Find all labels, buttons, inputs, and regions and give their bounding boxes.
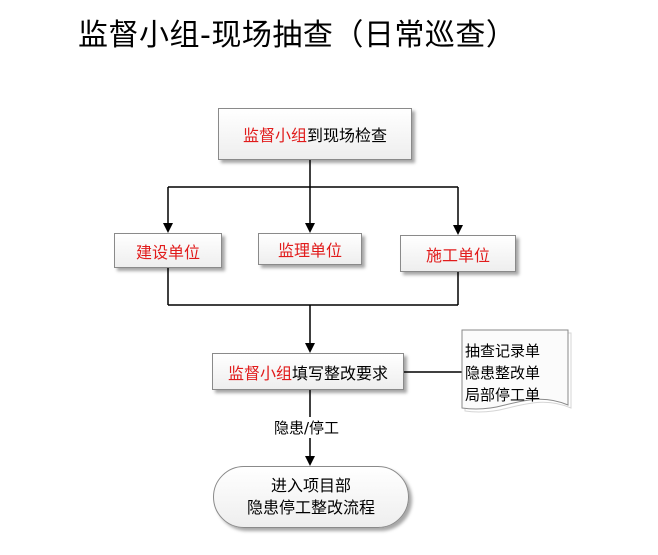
end-node-line: 隐患停工整改流程: [246, 498, 375, 517]
contractor-unit-box: 施工单位: [400, 235, 516, 272]
start-node-highlight: 监督小组: [242, 126, 307, 145]
end-node-line: 进入项目部: [270, 476, 351, 495]
fill-form-box: 监督小组填写整改要求: [212, 353, 404, 390]
document-line: 隐患整改单: [465, 364, 541, 382]
end-node-terminal: 进入项目部 隐患停工整改流程: [213, 466, 409, 528]
page-title: 监督小组-现场抽查（日常巡查）: [78, 18, 517, 53]
document-line: 抽查记录单: [465, 342, 541, 360]
start-node-box: 监督小组到现场检查: [218, 108, 412, 160]
edge-label-hazard-stop: 隐患/停工: [272, 417, 342, 438]
document-line: 局部停工单: [465, 386, 541, 404]
document-node: 抽查记录单 隐患整改单 局部停工单: [465, 340, 540, 406]
supervision-unit-box: 监理单位: [258, 233, 362, 265]
fill-form-text: 填写整改要求: [292, 363, 389, 383]
fill-form-highlight: 监督小组: [227, 363, 292, 383]
construction-unit-box: 建设单位: [114, 233, 222, 268]
start-node-text: 到现场检查: [307, 126, 388, 145]
